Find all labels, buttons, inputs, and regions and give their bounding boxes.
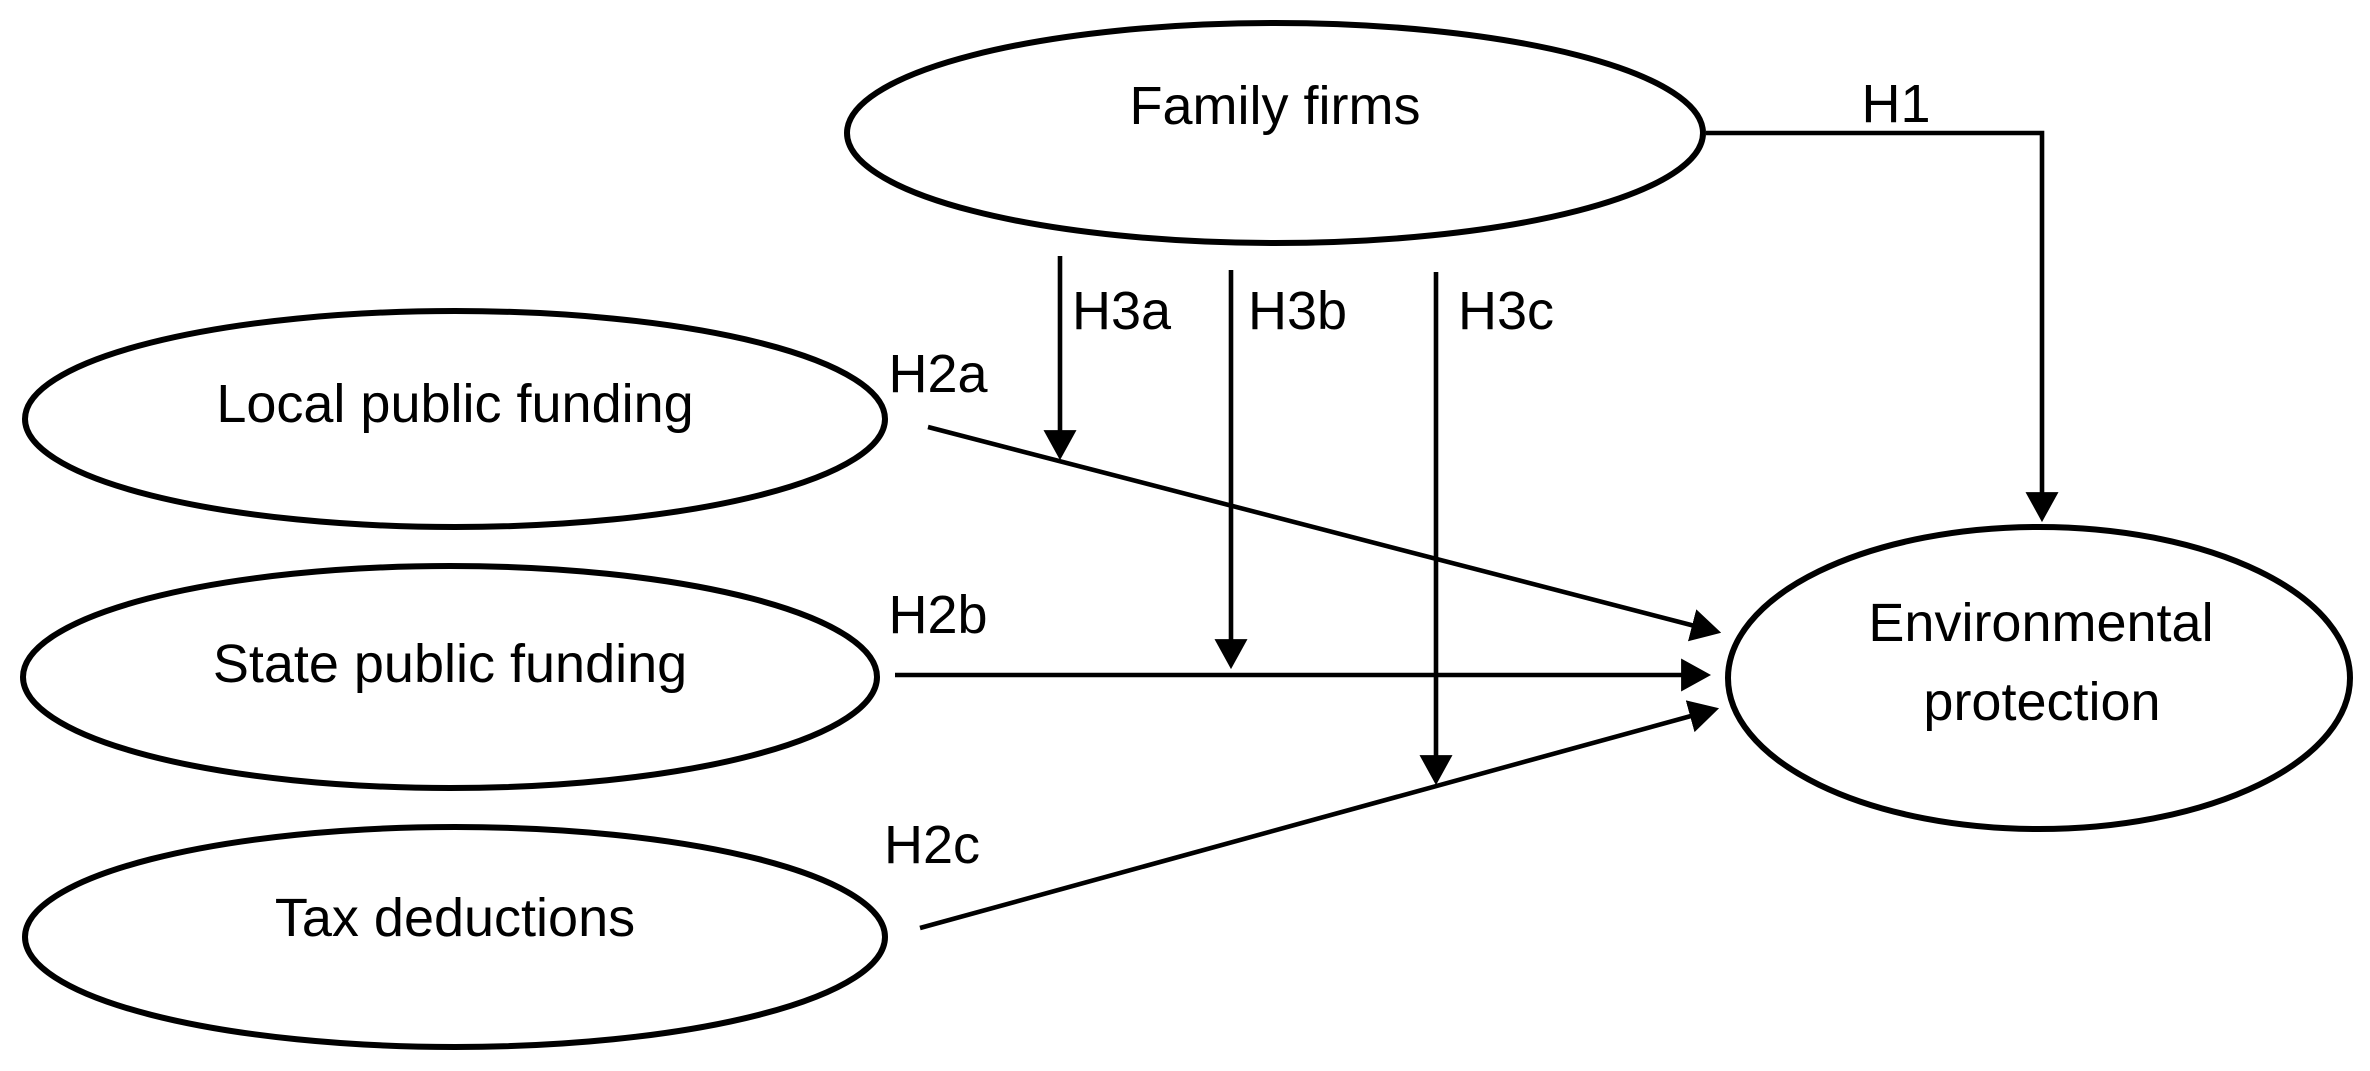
node-tax-deductions-label: Tax deductions: [275, 888, 635, 948]
node-local-public-funding-shape: [22, 308, 888, 530]
node-tax-deductions-shape: [22, 824, 888, 1050]
node-family-firms-shape: [844, 20, 1706, 246]
arrow-h3a: H3a: [1043, 256, 1172, 461]
arrow-h1: H1: [1706, 74, 2059, 523]
node-family-firms-label: Family firms: [1130, 76, 1421, 136]
arrow-label-h2b: H2b: [888, 585, 987, 645]
arrow-h2a-path: [927, 424, 1722, 642]
arrow-h1-path: [1706, 130, 2059, 523]
node-environmental-protection-label-line1: Environmental: [1868, 593, 2213, 653]
arrow-label-h3c: H3c: [1458, 281, 1554, 341]
node-environmental-protection-shape: [1725, 524, 2353, 832]
node-state-public-funding: State public funding: [20, 563, 880, 791]
arrow-label-h3a: H3a: [1072, 281, 1172, 341]
node-state-public-funding-shape: [20, 563, 880, 791]
arrow-label-h3b: H3b: [1248, 281, 1347, 341]
arrow-h2b: H2b: [888, 585, 1712, 692]
arrow-h2c-path: [919, 700, 1720, 931]
node-environmental-protection: Environmental protection: [1725, 524, 2353, 832]
node-local-public-funding: Local public funding: [22, 308, 888, 530]
arrow-label-h2c: H2c: [884, 815, 980, 875]
node-family-firms: Family firms: [844, 20, 1706, 246]
arrow-h3c: H3c: [1419, 272, 1554, 786]
node-tax-deductions: Tax deductions: [22, 824, 888, 1050]
node-environmental-protection-label-line2: protection: [1923, 672, 2160, 732]
arrow-h3b: H3b: [1214, 270, 1347, 670]
arrow-label-h1: H1: [1861, 74, 1930, 134]
arrow-h2c: H2c: [884, 700, 1720, 931]
arrow-h2a: H2a: [888, 344, 1722, 642]
node-state-public-funding-label: State public funding: [213, 634, 687, 694]
node-local-public-funding-label: Local public funding: [216, 374, 693, 434]
arrow-label-h2a: H2a: [888, 344, 988, 404]
